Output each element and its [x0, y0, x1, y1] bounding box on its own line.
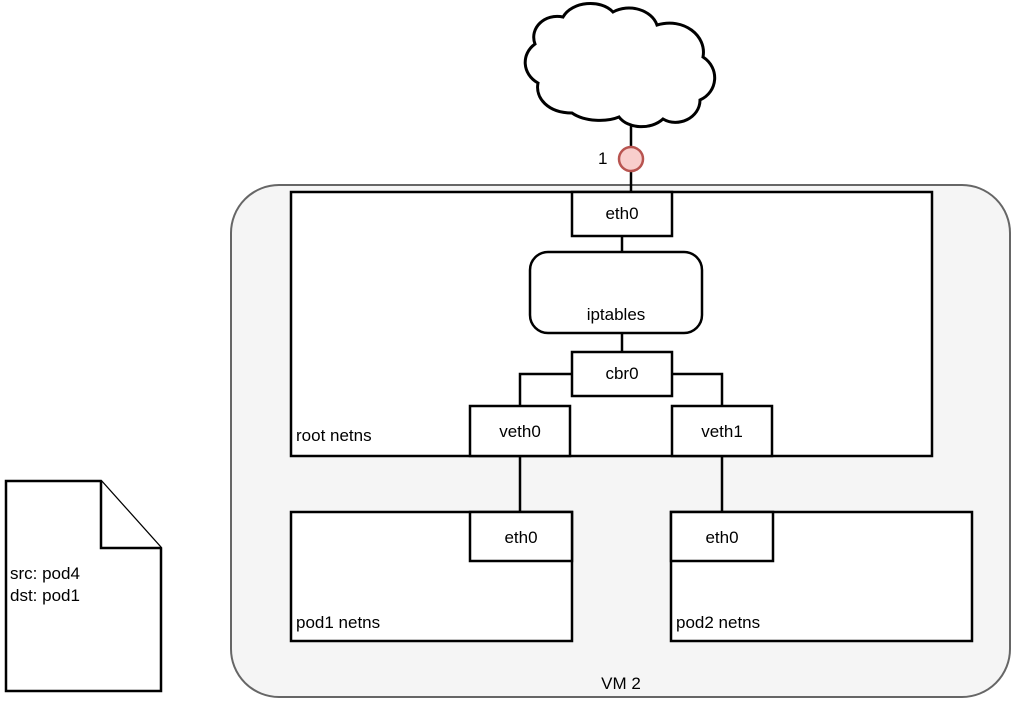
- packet-note-src: src: pod4: [10, 564, 80, 583]
- eth0-pod1-label: eth0: [504, 528, 538, 547]
- veth0-box[interactable]: [468, 404, 572, 458]
- eth0-pod2-label: eth0: [705, 528, 739, 547]
- pod2-netns-label: pod2 netns: [676, 613, 761, 632]
- eth0-pod1-box[interactable]: [468, 510, 574, 563]
- root-netns-label: root netns: [296, 426, 372, 445]
- packet-marker-1-circle[interactable]: [617, 145, 645, 173]
- vm-label: VM 2: [601, 674, 641, 693]
- cbr0-label: cbr0: [605, 364, 639, 383]
- packet-note-dst: dst: pod1: [10, 586, 80, 605]
- iptables-label: iptables: [586, 305, 646, 324]
- packet-note-fold: [99, 481, 161, 550]
- cbr0-box[interactable]: [570, 350, 674, 398]
- eth0-root-label: eth0: [605, 204, 639, 223]
- edge-cbr0-to-veth0: [518, 372, 572, 406]
- network-cloud-icon[interactable]: [523, 1, 717, 129]
- edge-cbr0-to-veth1: [672, 372, 724, 406]
- pod1-netns-label: pod1 netns: [296, 613, 381, 632]
- eth0-pod2-box[interactable]: [669, 510, 775, 563]
- eth0-root-box[interactable]: [570, 190, 674, 238]
- veth0-label: veth0: [499, 422, 541, 441]
- iptables-box[interactable]: [528, 250, 704, 335]
- packet-marker-1-label: 1: [598, 149, 608, 168]
- veth1-label: veth1: [701, 422, 743, 441]
- veth1-box[interactable]: [670, 404, 774, 458]
